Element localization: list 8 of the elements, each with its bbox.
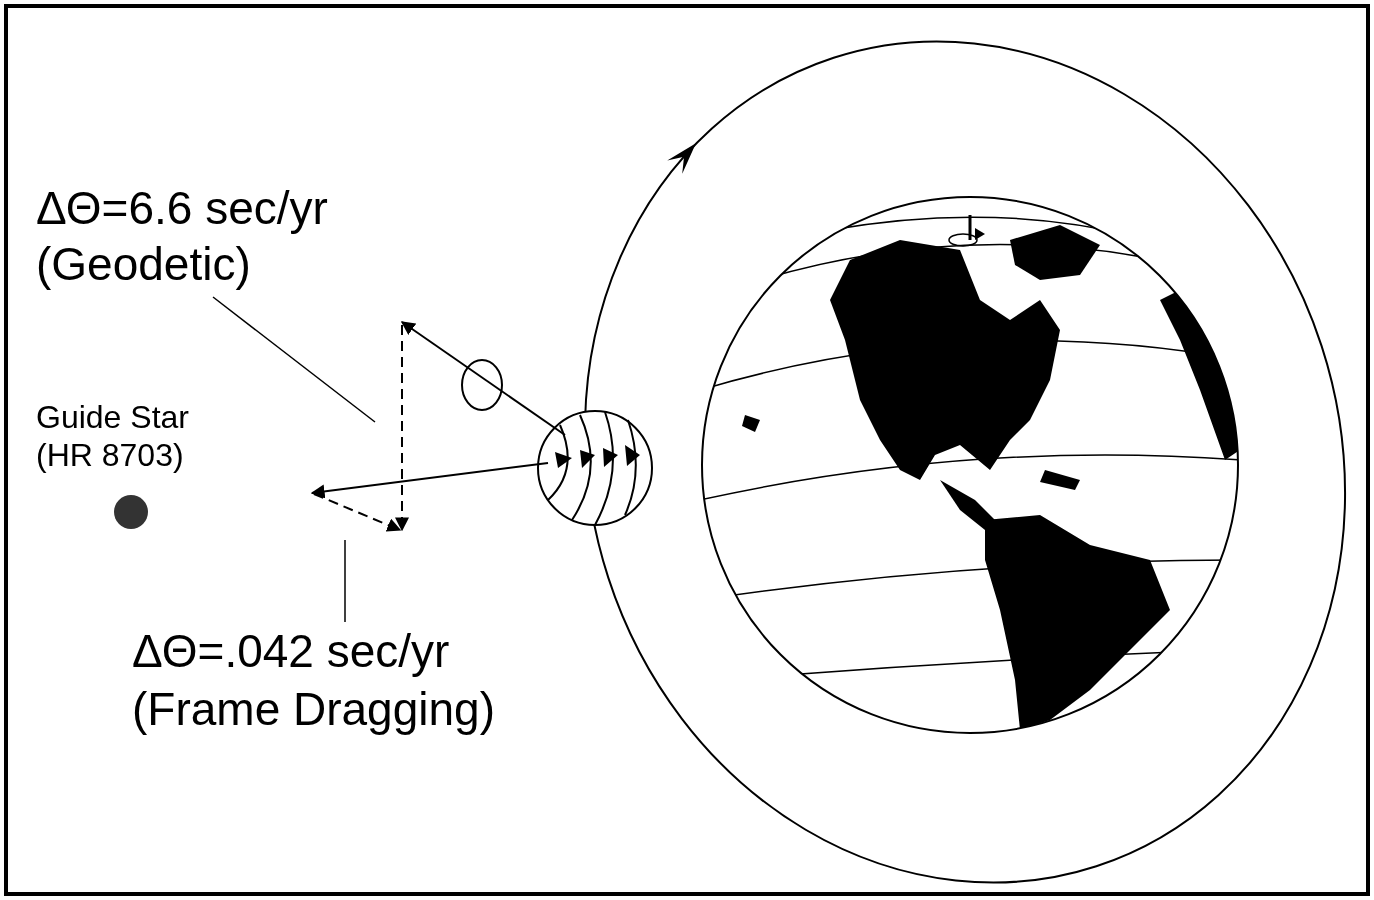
leader-line xyxy=(344,539,346,623)
leader-line xyxy=(212,296,376,423)
label-text: (Geodetic) xyxy=(36,237,251,292)
label-text: Guide Star xyxy=(36,398,189,436)
label-text: ΔΘ=.042 sec/yr xyxy=(132,624,450,679)
label-text: (HR 8703) xyxy=(36,436,184,474)
label-text: (Frame Dragging) xyxy=(132,682,495,737)
label-text: ΔΘ=6.6 sec/yr xyxy=(36,181,328,236)
